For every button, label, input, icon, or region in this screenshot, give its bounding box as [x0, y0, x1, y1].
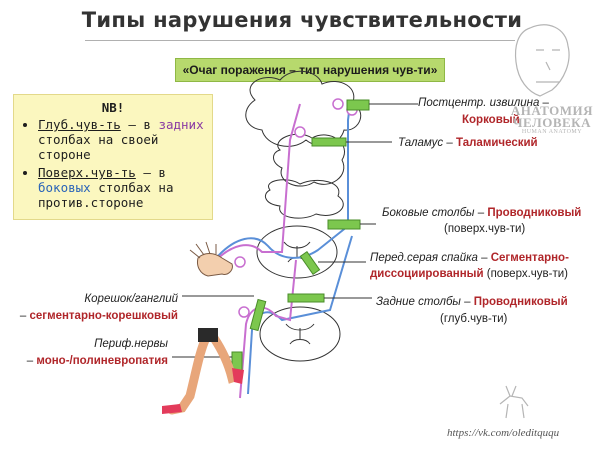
lesion-thalamus [311, 137, 347, 147]
deer-logo [499, 385, 529, 419]
hand-illustration [189, 241, 233, 277]
leader-lines [172, 103, 418, 358]
label-cortex-dash: – [539, 97, 549, 109]
label-posterior-dash: – [460, 296, 474, 308]
ganglion-upper [234, 256, 246, 268]
cortex-outline [245, 70, 362, 147]
label-posterior-note: (глуб.чув-ти) [440, 313, 508, 325]
nb-item-deep: Глуб.чув-ть – в задних столбах на своей … [38, 117, 212, 162]
label-thalamus-dash: – [443, 137, 456, 149]
source-link[interactable]: https://vk.com/oleditququ [447, 427, 560, 439]
anatomy-logo-skull [514, 24, 570, 97]
label-thalamus-place: Таламус [398, 137, 444, 149]
label-lateral: Боковые столбы – Проводниковый [382, 206, 581, 221]
spinal-segment-upper [256, 225, 338, 279]
label-peripheral: Периф.нервы [30, 337, 168, 352]
nb-item-surface: Поверх.чув-ть – в боковых столбах на про… [38, 165, 212, 210]
label-posterior-place: Задние столбы [376, 296, 461, 308]
lesion-posterior-columns [287, 293, 325, 303]
running-legs-illustration [162, 328, 244, 415]
nb-surface-term: Поверх.чув-ть [38, 165, 136, 180]
label-posterior: Задние столбы – Проводниковый [376, 295, 568, 310]
label-lateral-dash: – [474, 207, 488, 219]
lesion-root [249, 298, 267, 332]
nb-surface-location: боковых [38, 180, 91, 195]
nb-deep-term: Глуб.чув-ть [38, 117, 121, 132]
nb-surface-rest: столбах на против.стороне [38, 180, 174, 210]
purple-pathway [213, 103, 301, 263]
nb-list: Глуб.чув-ть – в задних столбах на своей … [14, 117, 212, 210]
label-cortex-type: Корковый [462, 114, 520, 126]
logo-line1: АНАТОМИЯ [510, 103, 594, 118]
logo-line3: HUMAN ANATOMY [521, 129, 583, 135]
nb-deep-dash: – в [120, 117, 151, 132]
label-peripheral-line2: – моно-/полиневропатия [8, 354, 168, 369]
label-commissure-type2: диссоциированный [370, 268, 484, 280]
lesion-cortex [346, 99, 370, 111]
label-thalamus-type: Таламический [455, 137, 538, 149]
label-commissure-place: Перед.серая спайка [370, 252, 478, 264]
label-root-dash: – [19, 310, 30, 322]
brainstem-outline [264, 179, 344, 219]
label-peripheral-dash: – [26, 355, 37, 367]
nb-surface-dash: – в [135, 165, 166, 180]
logo-line2: ЧЕЛОВЕКА [513, 115, 591, 130]
label-cortex: Постцентр. извилина – [418, 96, 549, 111]
label-lateral-note: (поверх.чув-ти) [444, 223, 526, 235]
label-commissure-type1: Сегментарно- [490, 252, 569, 264]
lesion-lateral-columns [327, 219, 361, 230]
label-root-place: Корешок/ганглий [84, 293, 178, 305]
label-thalamus: Таламус – Таламический [398, 136, 538, 151]
blue-pathway [217, 103, 351, 259]
label-root: Корешок/ганглий [30, 292, 178, 307]
title-divider [85, 40, 515, 41]
page-title: Типы нарушения чувствительности [81, 8, 523, 32]
label-lateral-place: Боковые столбы [382, 207, 475, 219]
ganglion-lower [238, 306, 250, 318]
label-peripheral-type: моно-/полиневропатия [36, 355, 168, 367]
anatomy-logo-text: АНАТОМИЯ ЧЕЛОВЕКА HUMAN ANATOMY [506, 103, 598, 135]
label-commissure-note: (поверх.чув-ти) [486, 268, 568, 280]
label-root-type: сегментарно-корешковый [29, 310, 178, 322]
label-commissure: Перед.серая спайка – Сегментарно- [370, 251, 569, 266]
lesion-type-header: «Очаг поражения – тип нарушения чув-ти» [175, 58, 445, 82]
cortex-neuron-1 [332, 98, 344, 110]
lesion-commissure [299, 250, 321, 276]
thalamus-neuron [294, 126, 306, 138]
label-root-line2: – сегментарно-корешковый [8, 309, 178, 324]
grey-matter-lower [285, 323, 315, 345]
thalamus-outline [273, 133, 345, 187]
label-commissure-dash: – [477, 252, 491, 264]
label-posterior-type: Проводниковый [473, 296, 568, 308]
spinal-segment-lower [259, 306, 341, 362]
nb-note-box: NB! Глуб.чув-ть – в задних столбах на св… [13, 94, 213, 220]
blue-pathway-lower [247, 235, 353, 395]
label-commissure-line2: диссоциированный (поверх.чув-ти) [370, 267, 568, 282]
label-peripheral-place: Периф.нервы [94, 338, 168, 350]
label-cortex-place: Постцентр. извилина [418, 97, 540, 109]
label-lateral-type: Проводниковый [487, 207, 582, 219]
nb-title: NB! [101, 100, 125, 115]
nb-deep-rest: столбах на своей стороне [38, 132, 159, 162]
nb-deep-location: задних [158, 117, 204, 132]
